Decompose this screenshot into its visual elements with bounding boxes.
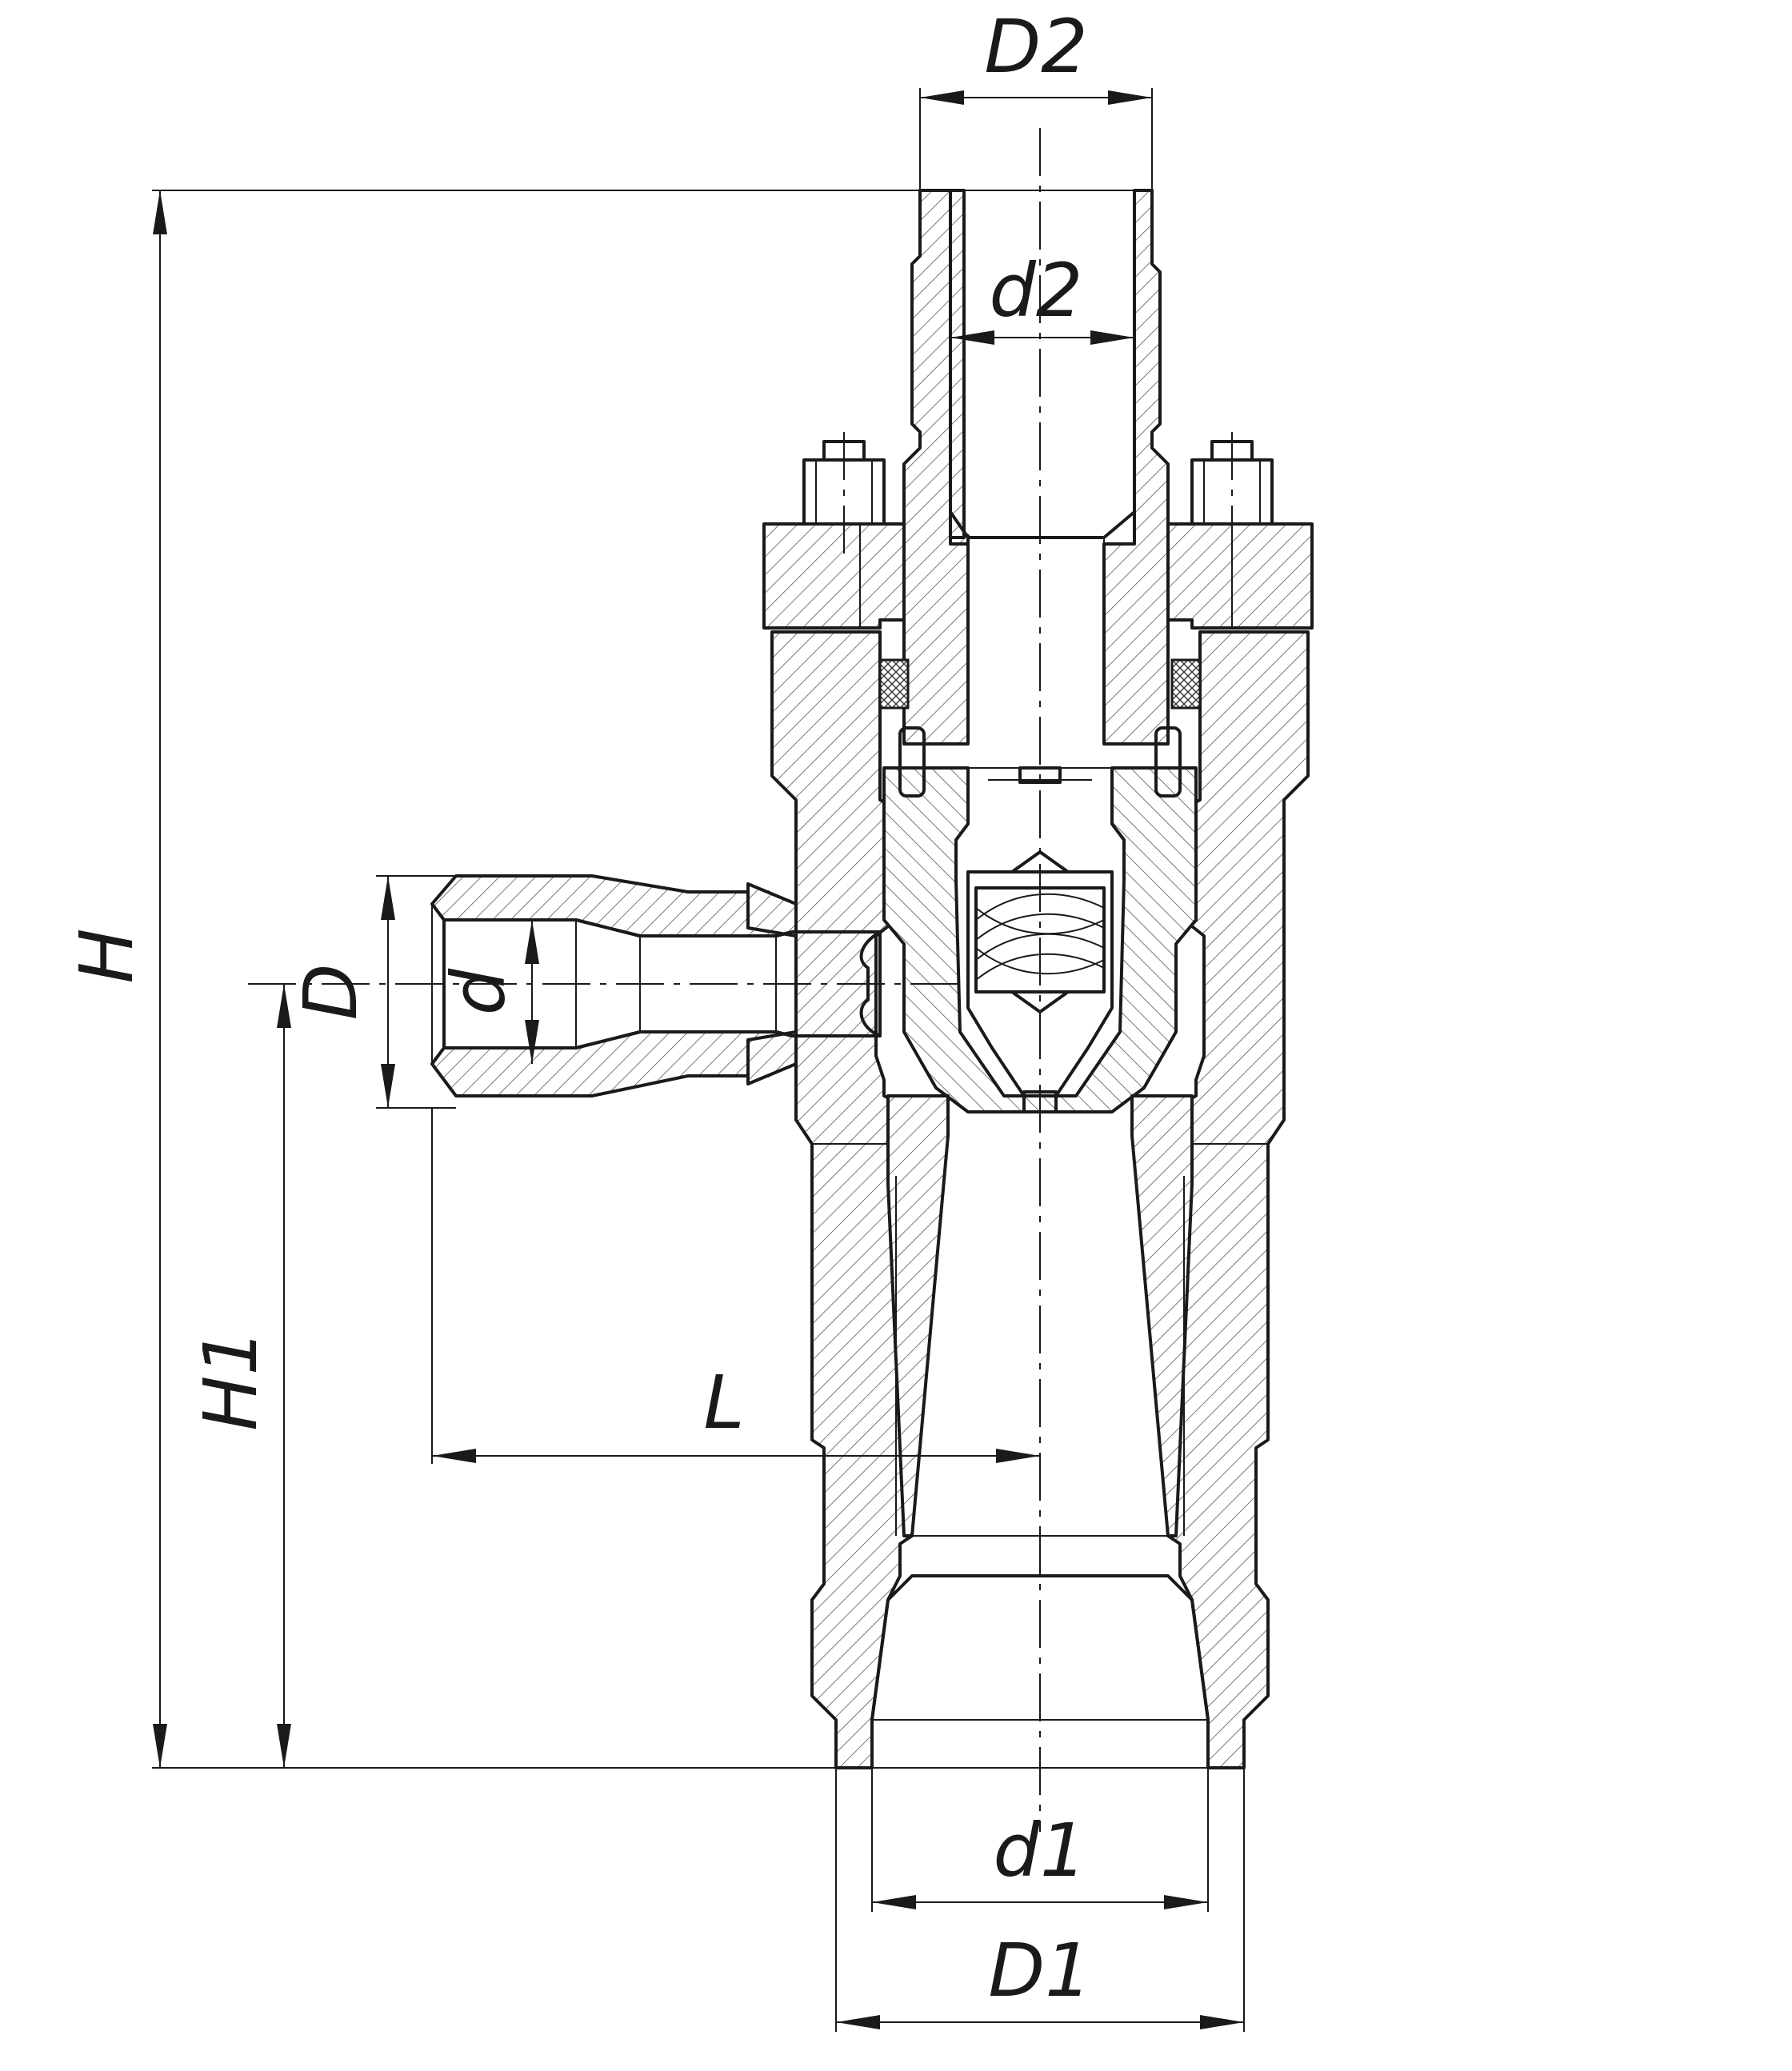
dimension-D2: D2 xyxy=(919,4,1153,190)
label-H1: H1 xyxy=(188,1329,274,1431)
flange-nut-left xyxy=(802,432,886,560)
center-lines xyxy=(248,128,1041,1832)
dimension-d: d xyxy=(436,920,539,1064)
label-L: L xyxy=(703,1360,744,1445)
label-d: d xyxy=(436,968,522,1015)
label-d2: d2 xyxy=(990,248,1083,334)
nozzle-cartridge xyxy=(882,726,1198,1113)
diffuser-cone xyxy=(886,1094,1194,1537)
flange-nut-right xyxy=(1190,432,1274,560)
dimension-D1: D1 xyxy=(835,1768,1245,2032)
swirler-spiral xyxy=(974,850,1106,1014)
dimension-H1: H1 xyxy=(188,983,296,1768)
dimension-D: D xyxy=(288,875,456,1109)
dimension-d2: d2 xyxy=(950,248,1134,345)
dimension-H: H xyxy=(64,190,920,1769)
label-H: H xyxy=(64,928,150,983)
valve-body xyxy=(770,630,1310,1769)
top-flange xyxy=(762,522,1314,630)
label-D1: D1 xyxy=(988,1928,1091,2013)
dimension-L: L xyxy=(431,1108,1040,1464)
dimension-d1: d1 xyxy=(871,1768,1209,1912)
label-D: D xyxy=(288,964,374,1021)
label-D2: D2 xyxy=(984,4,1087,90)
label-d1: d1 xyxy=(994,1808,1087,1893)
top-outlet-pipe xyxy=(902,189,1170,746)
gasket-seals xyxy=(878,658,1202,710)
